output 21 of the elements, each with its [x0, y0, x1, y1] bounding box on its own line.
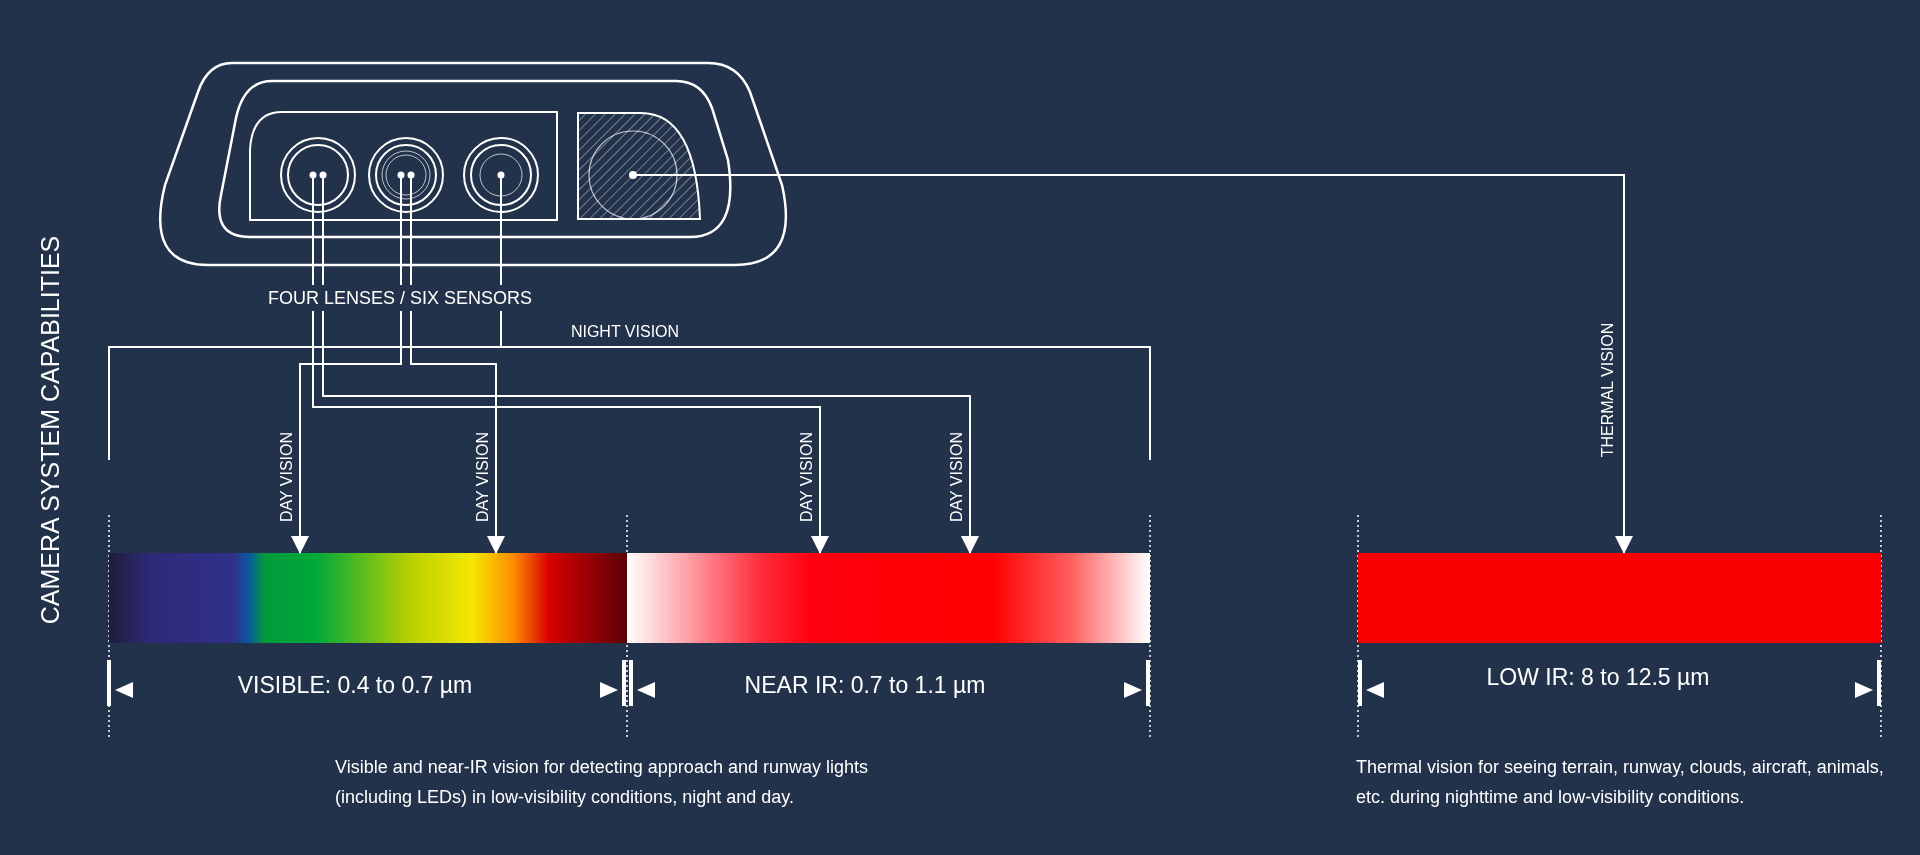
vertical-title: CAMERA SYSTEM CAPABILITIES: [37, 235, 63, 625]
arrow: [700, 174, 1633, 554]
caption-text: Visible and near-IR vision for detecting approach and runway lights (including LEDs) in low-visibility conditions, night and day.: [335, 756, 869, 809]
arrow: [291, 212, 402, 554]
dimension-label: VISIBLE: 0.4 to 0.7 µm: [237, 673, 473, 697]
edge-label: DAY VISION: [279, 431, 295, 523]
edge-label: DAY VISION: [475, 431, 491, 523]
dimension-label: NEAR IR: 0.7 to 1.1 µm: [744, 673, 986, 697]
edge-label: DAY VISION: [949, 431, 965, 523]
spectrum-bar: [109, 553, 627, 643]
edge-label: THERMAL VISION: [1600, 322, 1616, 458]
bracket-line: [108, 212, 1151, 461]
spectrum-bar: [1358, 553, 1881, 643]
arrow: [322, 212, 979, 554]
arrow: [312, 212, 829, 554]
dimension-label: LOW IR: 8 to 12.5 µm: [1486, 665, 1710, 689]
edge-label: DAY VISION: [799, 431, 815, 523]
spectrum-bar: [627, 553, 1150, 643]
edge-label: NIGHT VISION: [570, 324, 680, 340]
arrow: [410, 212, 505, 554]
caption-text: Thermal vision for seeing terrain, runway, clouds, aircraft, animals, etc. during nighttime and low-visibility conditions.: [1356, 756, 1885, 809]
